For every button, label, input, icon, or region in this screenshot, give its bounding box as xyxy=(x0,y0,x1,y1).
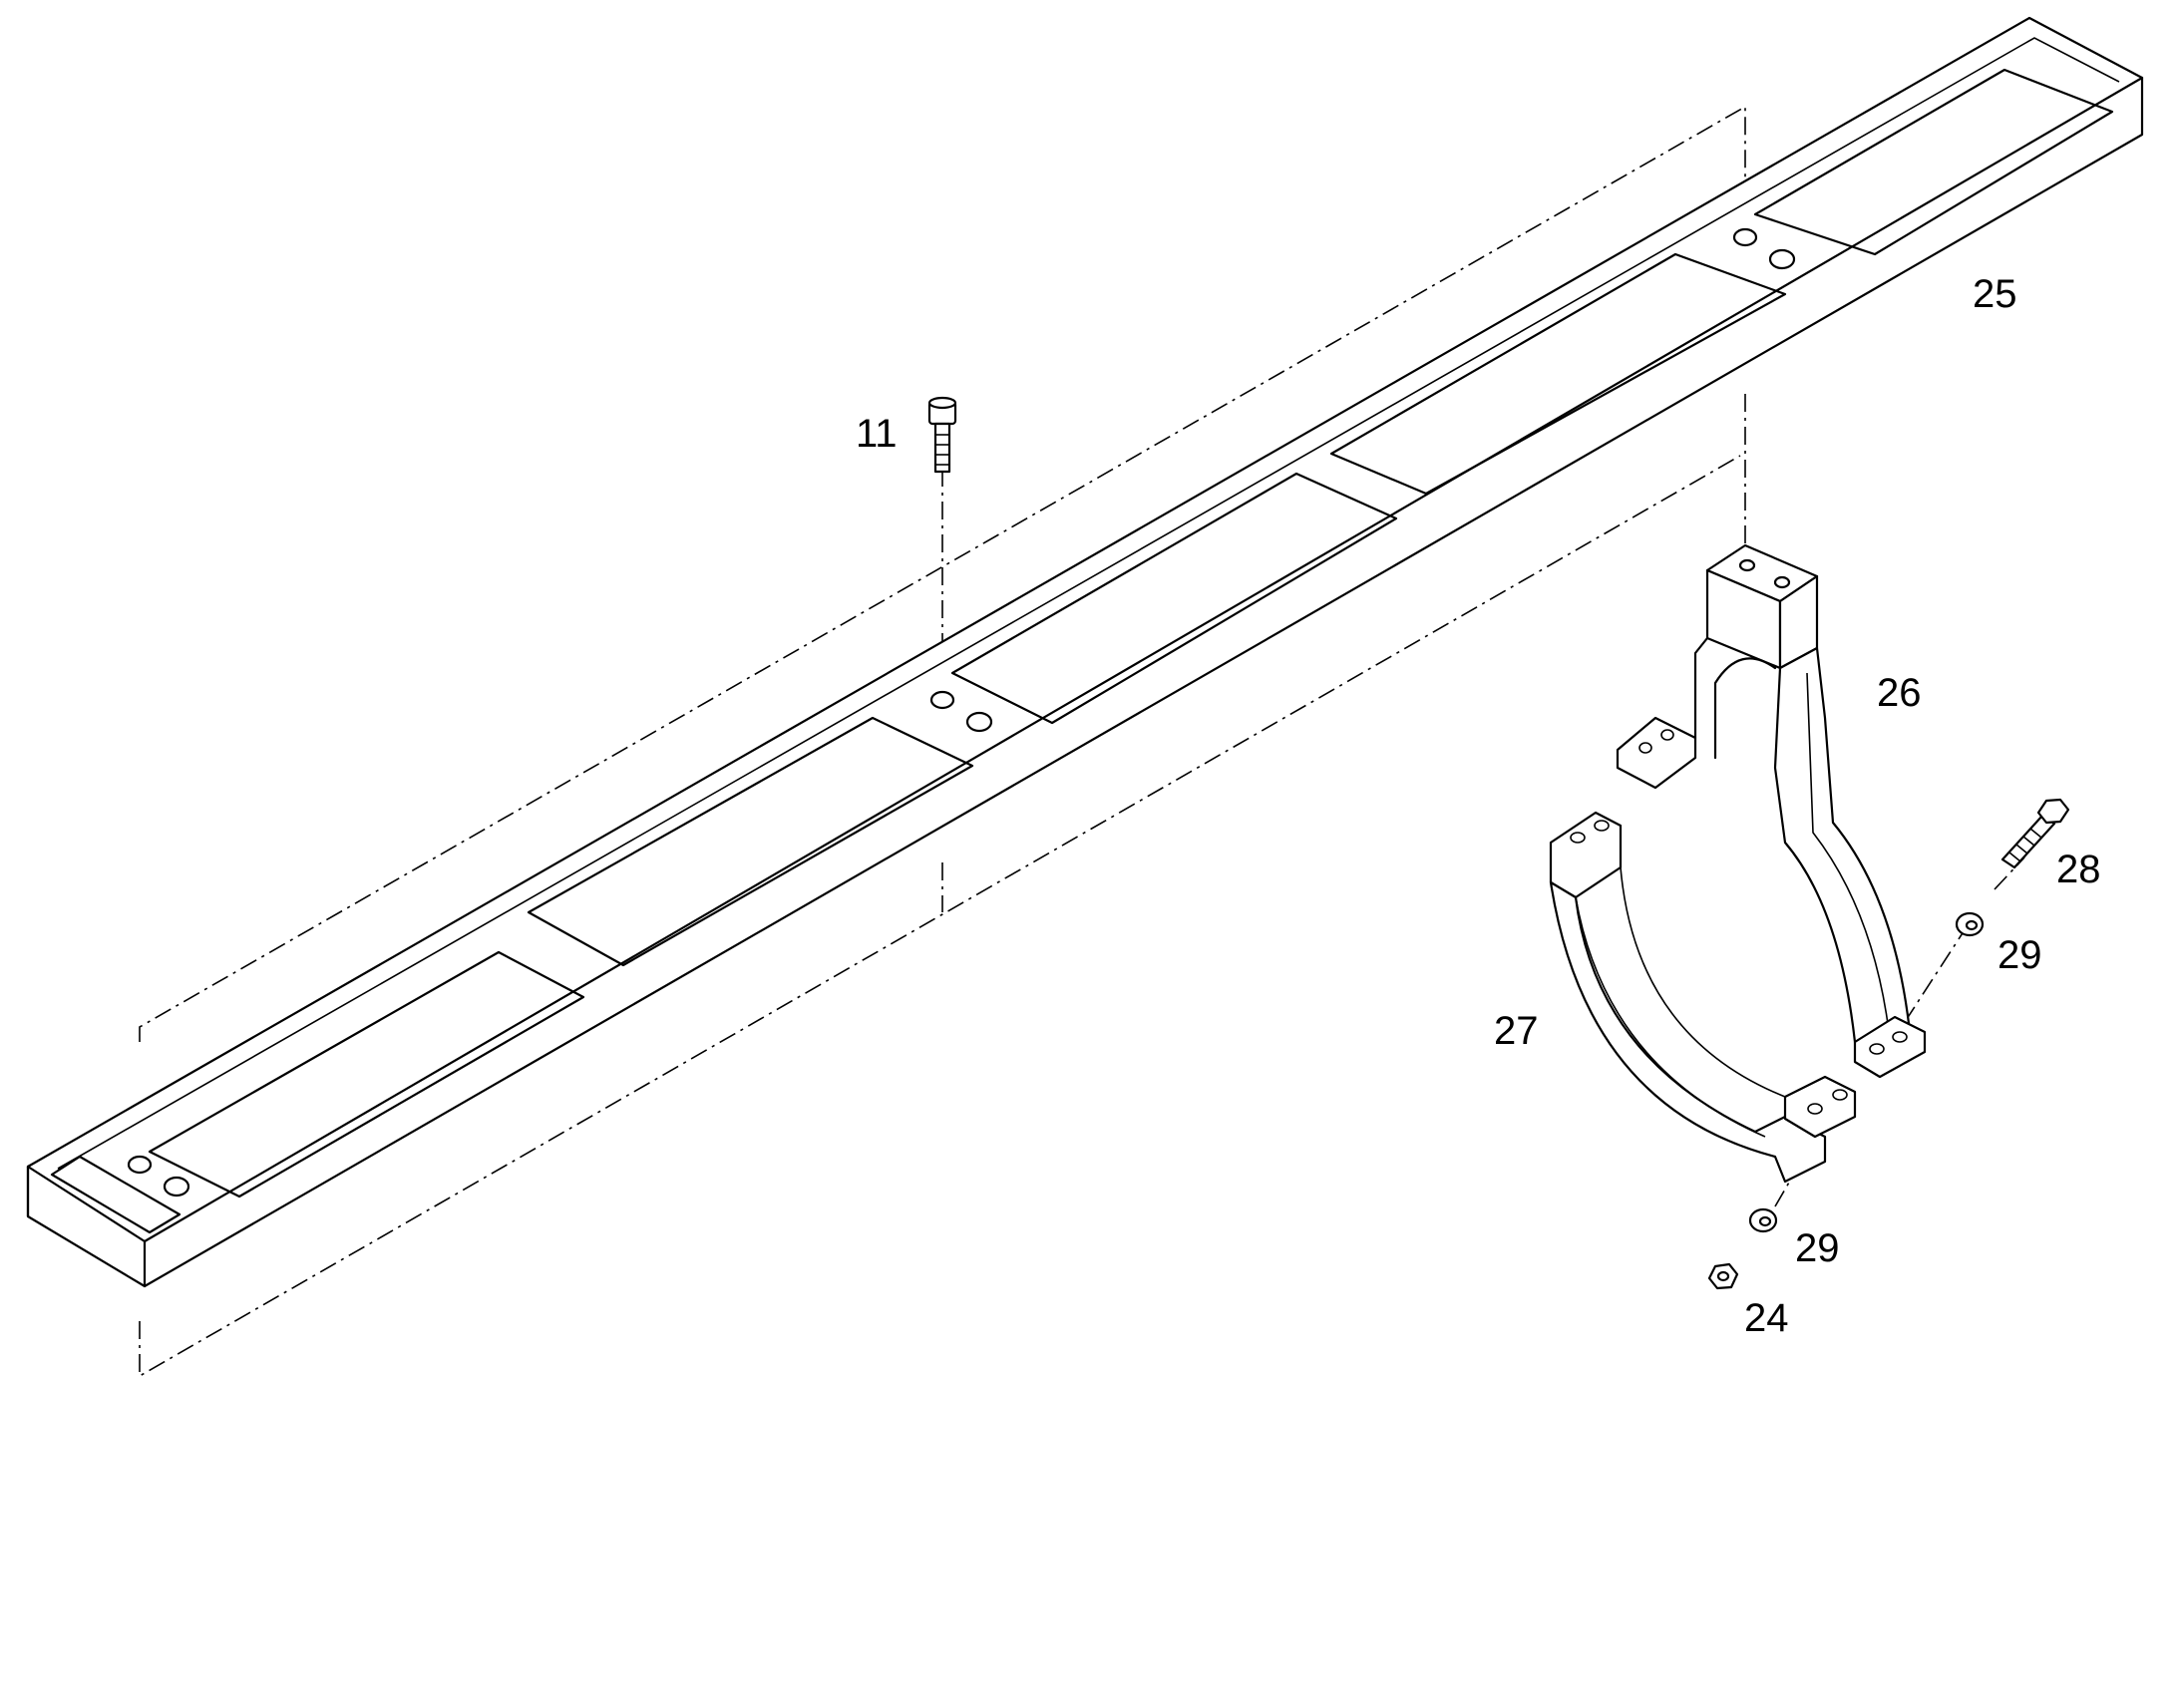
rail-pocket xyxy=(527,716,974,967)
rail-pocket xyxy=(148,950,585,1198)
rail-pocket xyxy=(1329,252,1787,496)
rail-hole xyxy=(1768,248,1796,270)
rail-hole xyxy=(965,711,993,733)
rail-pocket xyxy=(1753,68,2114,256)
half-clamp-part-27 xyxy=(1549,811,1857,1184)
rail-pocket xyxy=(50,1155,182,1234)
rail-hole xyxy=(127,1155,153,1175)
callout-labels: 11 25 26 27 28 29 29 24 xyxy=(856,272,2101,1340)
rail-hole xyxy=(1732,227,1758,247)
callout-28: 28 xyxy=(2056,848,2101,891)
hex-bolt-part-28 xyxy=(2000,798,2070,869)
rail-hole xyxy=(163,1176,190,1197)
rail-hole xyxy=(929,690,955,710)
rail-pocket xyxy=(950,472,1398,725)
callout-11: 11 xyxy=(856,412,898,456)
washer-part-29-upper xyxy=(1955,911,1985,937)
callout-25: 25 xyxy=(1973,272,2017,316)
callout-24: 24 xyxy=(1744,1296,1789,1340)
rail-part-25 xyxy=(26,16,2144,1288)
clamp-bracket-part-26 xyxy=(1616,543,1927,1079)
washer-part-29-lower xyxy=(1748,1207,1778,1233)
callout-29-lower: 29 xyxy=(1795,1226,1840,1270)
cap-screw-part-11 xyxy=(927,396,957,474)
nut-part-24 xyxy=(1707,1262,1739,1290)
callout-27: 27 xyxy=(1494,1009,1539,1053)
callout-26: 26 xyxy=(1877,671,1922,715)
callout-29-upper: 29 xyxy=(1998,933,2042,977)
